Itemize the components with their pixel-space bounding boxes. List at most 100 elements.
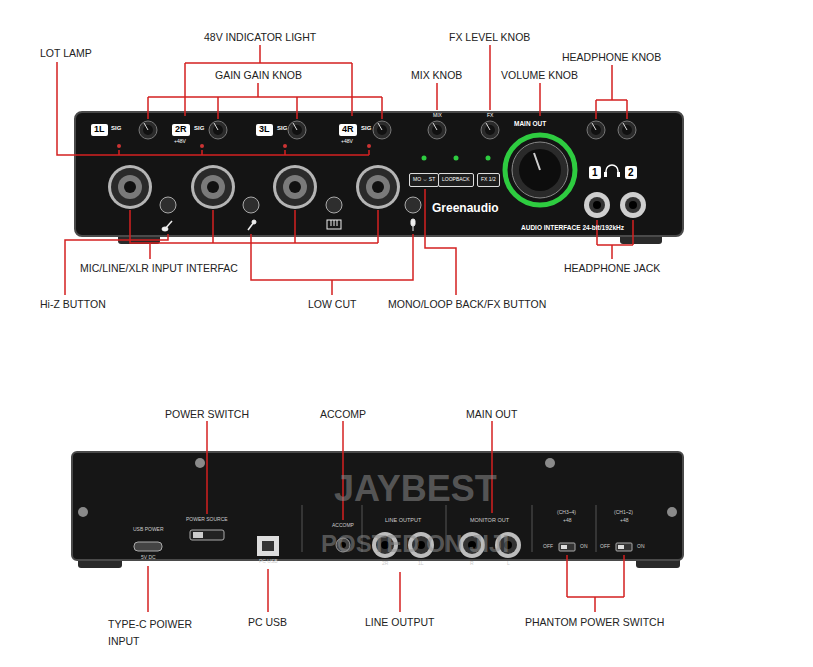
port [262,541,274,551]
headphone-icon [604,165,620,177]
leader-line [596,65,627,119]
headphone-jack [584,192,646,218]
leader-line [436,83,438,110]
callout-label: TYPE-C POIWER INPUT [108,616,200,651]
panel-divider [302,505,303,552]
control-knob [587,121,605,139]
leader-line [489,45,491,110]
panel-text: MAIN OUT [514,120,546,127]
button-icon [252,220,256,224]
combo-jack [276,168,314,206]
node-text: 1L [94,125,105,135]
headphone-jack [620,192,646,218]
panel-text: L [507,561,510,567]
node-text: FX 1/2 [481,177,496,183]
combo-jack [124,181,136,193]
panel-text: PC USB [259,559,278,565]
panel-text: SIG [111,125,121,132]
port [193,532,203,538]
panel-text: FX [487,113,493,119]
small-button [326,197,342,213]
control-knob [486,123,490,130]
leader-line [148,83,382,119]
volume-knob [534,153,540,170]
volume-knob [505,135,575,205]
port [134,542,162,551]
combo-jack [359,168,397,206]
panel-text: MIX [433,113,442,119]
panel-text: USB POWER [133,527,164,533]
callout-label: LINE OUTPUT [365,616,434,628]
port [257,536,279,556]
callout-label: Hi-Z BUTTON [40,298,106,310]
panel-text: +48V [174,139,186,145]
leader-line [251,234,413,295]
callout-label: HEADPHONE KNOB [562,51,661,63]
port [190,530,224,540]
callout-label: POWER SWITCH [165,408,249,420]
channel-tag: 3L [256,124,273,136]
panel-text: LINE OUTPUT [385,517,421,523]
combo-jack [273,165,317,209]
button-icon [337,220,338,226]
leader-line [399,572,401,612]
callout-label: LOW CUT [308,298,356,310]
gain-knob [209,121,227,139]
screw [195,458,205,468]
panel-text: 1L [418,561,424,567]
node-text: 1 [592,167,598,178]
combo-jack [118,175,142,199]
panel-text: ON [637,544,645,550]
combo-jack [194,168,232,206]
leader-line [567,555,624,612]
headphone-jack [584,192,610,218]
panel-text: 2R [382,561,388,567]
screw [667,507,677,517]
front-panel [75,112,683,236]
panel-text: 5V DC [141,555,156,561]
leader-line [539,83,541,116]
callout-label: GAIN GAIN KNOB [215,69,302,81]
channel-tag: 1L [91,124,108,136]
panel-text: SIG [194,125,204,132]
status-led [422,156,427,161]
gain-knob [288,121,306,139]
callout-label: VOLUME KNOB [501,69,578,81]
panel-divider [596,505,597,552]
button-icon [411,219,415,226]
panel-text: POWER SOURCE [186,517,228,523]
watermark: JAYBEST [334,468,497,509]
panel-text: ACCOMP [332,523,354,529]
channel-tag: 1 [589,166,601,179]
phantom-switch [559,543,632,551]
back-panel [72,452,683,560]
combo-jack [366,175,390,199]
panel-text: OFF [543,544,553,550]
small-button [160,197,176,213]
panel-text: +48 [563,518,571,524]
panel-text: OFF [600,544,610,550]
screw [545,458,555,468]
phantom-switch [559,543,575,551]
control-knob [623,123,627,130]
channel-tag: 4R [339,124,357,136]
leader-line [206,421,208,514]
volume-knob [512,142,568,198]
volume-knob [505,135,575,205]
panel-text: MONITOR OUT [470,517,509,523]
node-text: LOOPBACK [442,177,470,183]
leader-line [147,566,149,612]
button-icon [334,220,335,226]
phantom-switch [618,545,624,549]
headphone-jack [589,197,605,213]
channel-tag: 2 [625,166,637,179]
leader-line [57,45,633,295]
gain-knob [144,123,148,130]
phantom-switch [616,543,632,551]
channel-tag: 2R [172,124,190,136]
brand-name: Greenaudio [432,202,499,216]
leader-line [130,210,378,259]
leader-line [185,45,352,116]
panel-text: +48V [341,139,353,145]
sig-led [200,144,204,148]
